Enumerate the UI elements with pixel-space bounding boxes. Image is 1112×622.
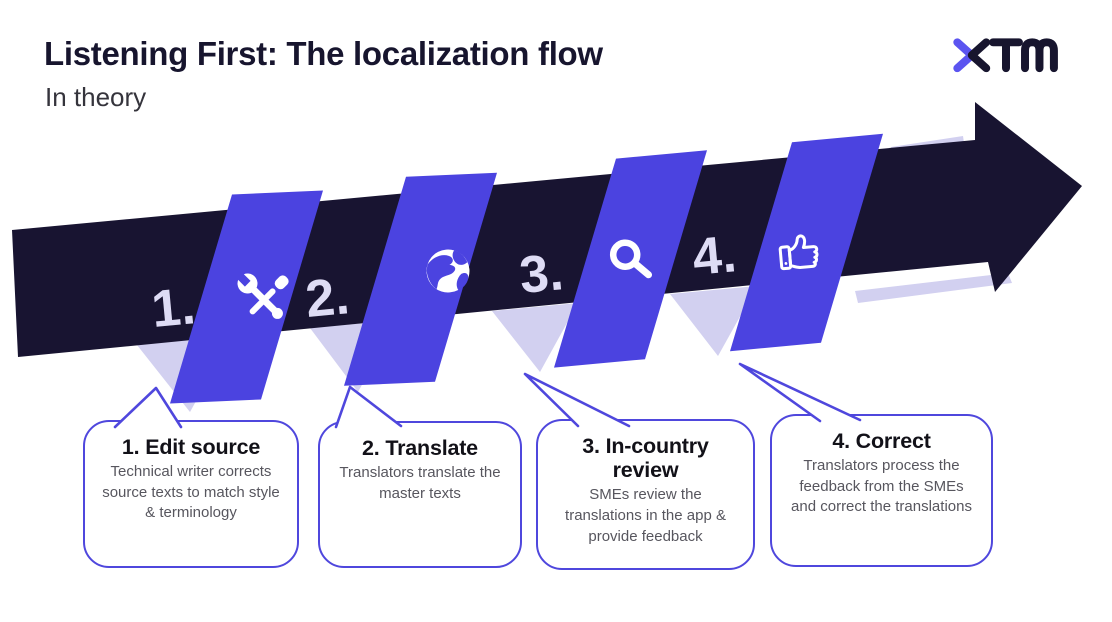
ribbon-backfold-3: [492, 303, 578, 372]
globe-icon: [426, 249, 470, 293]
callout-title: 1. Edit source: [121, 435, 261, 459]
step-number-1: 1.: [149, 277, 198, 339]
step-number-3: 3.: [517, 243, 566, 305]
callout-body: Technical writer corrects source texts t…: [102, 463, 280, 522]
ribbon-2: [344, 172, 497, 386]
callout-in-country-review: 3. In-country review SMEs review the tra…: [536, 419, 755, 570]
callout-title: 4. Correct: [832, 429, 931, 453]
tools-icon: [237, 273, 289, 319]
page-title: Listening First: The localization flow: [44, 35, 603, 72]
page-subtitle: In theory: [45, 82, 147, 112]
logo-letter-t: [989, 38, 1023, 73]
callout-correct: 4. Correct Translators process the feedb…: [770, 414, 993, 567]
step-number-2: 2.: [303, 267, 352, 329]
arrow-bottom-shadow: [855, 273, 1012, 303]
step-number-4: 4.: [690, 225, 739, 287]
callout-title: 3. In-country review: [582, 434, 709, 483]
callout-edit-source: 1. Edit source Technical writer corrects…: [83, 420, 299, 568]
ribbon-3: [554, 150, 707, 368]
ribbon-1: [170, 190, 323, 404]
ribbon-4: [730, 133, 883, 352]
ribbon-backfold-4: [670, 286, 757, 356]
callout-title: 2. Translate: [362, 436, 478, 460]
callout-translate: 2. Translate Translators translate the m…: [318, 421, 522, 568]
callout-body: Translators translate the master texts: [339, 464, 501, 502]
logo-x-dark-chevron: [967, 38, 991, 73]
callout-body: Translators process the feedback from th…: [791, 457, 972, 516]
logo-letter-m: [1021, 38, 1058, 73]
callout-body: SMEs review the translations in the app …: [565, 486, 726, 545]
thumbs-up-icon: [778, 234, 819, 271]
xtm-logo: [953, 38, 1058, 73]
magnifier-icon: [609, 239, 653, 279]
